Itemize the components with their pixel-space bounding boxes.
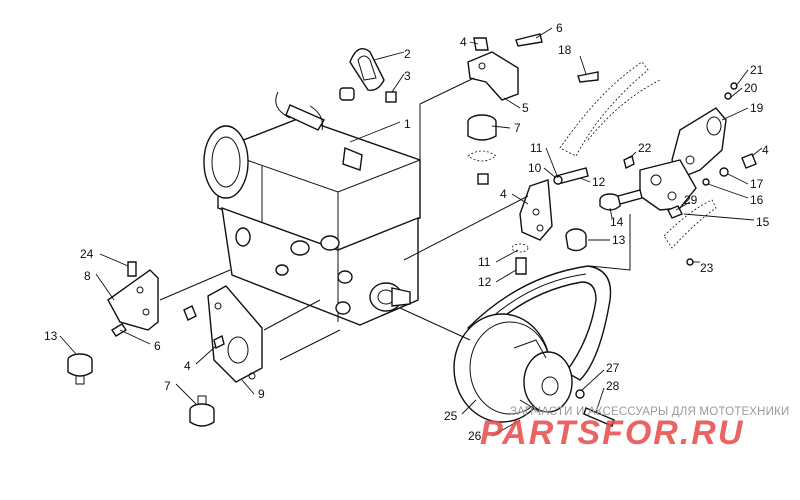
bolt	[127, 261, 137, 277]
nut	[473, 37, 489, 51]
small-guard	[663, 199, 717, 249]
callout-25: 25	[444, 409, 458, 423]
watermark-brand: PARTSFOR.RU	[480, 414, 745, 452]
callout-3: 3	[404, 69, 411, 83]
clip	[385, 91, 397, 103]
mount-bracket-mid	[519, 179, 553, 241]
callout-27: 27	[606, 361, 620, 375]
callout-18: 18	[558, 43, 572, 57]
callout-16: 16	[750, 193, 764, 207]
callout-11: 11	[530, 141, 543, 155]
spark-plug-cap	[285, 104, 326, 131]
callout-8: 8	[84, 269, 91, 283]
stud	[515, 257, 527, 275]
callout-19: 19	[750, 101, 764, 115]
nut	[741, 153, 757, 169]
mount-bracket-left	[107, 269, 159, 331]
callout-10: 10	[528, 161, 542, 175]
callout-12: 12	[478, 275, 492, 289]
callout-22: 22	[638, 141, 652, 155]
callout-7: 7	[514, 121, 521, 135]
washer	[719, 167, 729, 177]
callout-17: 17	[750, 177, 764, 191]
callout-14: 14	[610, 215, 624, 229]
washer	[702, 178, 710, 186]
recoil-handle	[339, 48, 385, 101]
callout-6: 6	[556, 21, 563, 35]
mount-bracket-top	[467, 51, 519, 101]
callout-20: 20	[744, 81, 758, 95]
bolt	[183, 305, 197, 321]
rubber-mount	[67, 353, 93, 385]
callout-11: 11	[478, 255, 491, 269]
callout-2: 2	[404, 47, 411, 61]
callout-23: 23	[700, 261, 714, 275]
callout-7: 7	[164, 379, 171, 393]
flywheel-cover	[203, 125, 249, 199]
callout-9: 9	[258, 387, 265, 401]
rivet	[724, 92, 732, 100]
mount-plate	[207, 285, 263, 383]
leader-lines	[59, 27, 763, 437]
belt-guard	[559, 61, 661, 157]
knob	[599, 189, 643, 211]
rubber-mount	[189, 395, 215, 427]
callout-4: 4	[184, 359, 191, 373]
callout-29: 29	[684, 193, 698, 207]
callout-26: 26	[468, 429, 482, 443]
bolt	[111, 323, 127, 337]
callout-1: 1	[404, 117, 411, 131]
rubber-mount	[467, 114, 497, 185]
bolt	[623, 154, 635, 170]
callout-4: 4	[460, 35, 467, 49]
washer	[511, 243, 529, 253]
callout-6: 6	[154, 339, 161, 353]
callout-24: 24	[80, 247, 94, 261]
rubber-mount	[565, 228, 587, 252]
callout-28: 28	[606, 379, 620, 393]
callout-5: 5	[522, 101, 529, 115]
nut	[213, 334, 225, 350]
drive-clutch	[453, 313, 573, 423]
callout-15: 15	[756, 215, 770, 229]
callout-4: 4	[500, 187, 507, 201]
callout-4: 4	[762, 143, 769, 157]
watermark-caption: ЗАПЧАСТИ И АКСЕССУАРЫ ДЛЯ МОТОТЕХНИКИ	[510, 406, 790, 418]
washer	[575, 389, 585, 399]
bolt	[515, 33, 543, 47]
bolt	[583, 407, 615, 427]
callout-labels: 1 2 3 4 4 4 4 5 6 6 7 7 8 9 10 11 11 12 …	[44, 21, 770, 443]
callout-21: 21	[750, 63, 764, 77]
engine-block	[203, 91, 421, 326]
callout-13: 13	[44, 329, 58, 343]
bolt	[577, 71, 599, 83]
rivet	[730, 82, 738, 90]
callout-12: 12	[592, 175, 606, 189]
callout-13: 13	[612, 233, 626, 247]
